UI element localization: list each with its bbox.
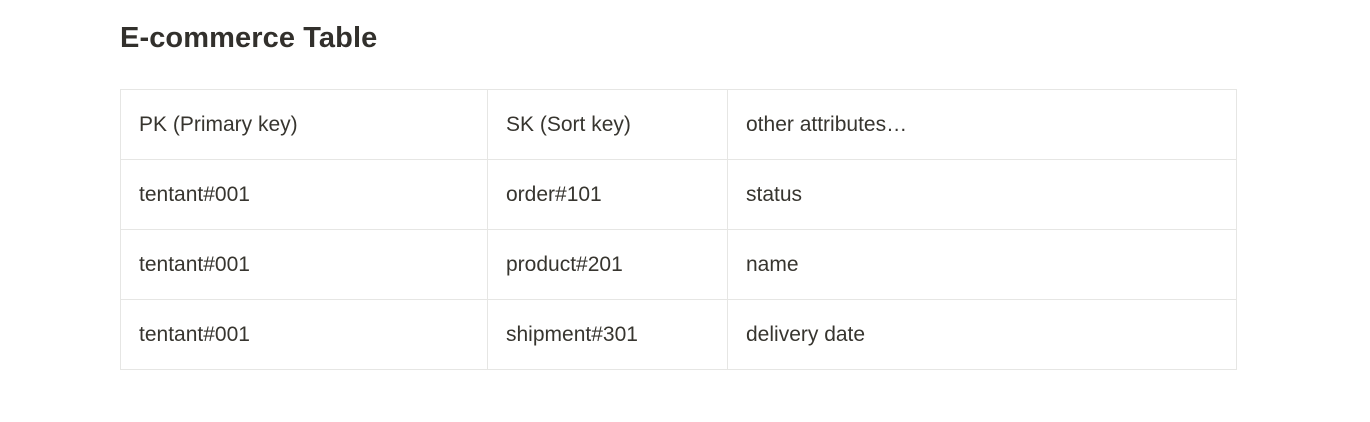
header-cell-sk: SK (Sort key) [487, 89, 728, 160]
cell-sk: product#201 [487, 229, 728, 300]
cell-attribute: name [727, 229, 1237, 300]
table-row: tentant#001 order#101 status [120, 159, 1237, 230]
cell-sk: order#101 [487, 159, 728, 230]
cell-attribute: status [727, 159, 1237, 230]
header-cell-other-attributes: other attributes… [727, 89, 1237, 160]
table-row: tentant#001 shipment#301 delivery date [120, 299, 1237, 370]
page-title: E-commerce Table [120, 22, 378, 54]
cell-sk: shipment#301 [487, 299, 728, 370]
cell-pk: tentant#001 [120, 229, 488, 300]
table-header-row: PK (Primary key) SK (Sort key) other att… [120, 89, 1237, 160]
cell-pk: tentant#001 [120, 299, 488, 370]
cell-attribute: delivery date [727, 299, 1237, 370]
header-cell-pk: PK (Primary key) [120, 89, 488, 160]
cell-pk: tentant#001 [120, 159, 488, 230]
ecommerce-table: PK (Primary key) SK (Sort key) other att… [120, 89, 1237, 370]
table-row: tentant#001 product#201 name [120, 229, 1237, 300]
